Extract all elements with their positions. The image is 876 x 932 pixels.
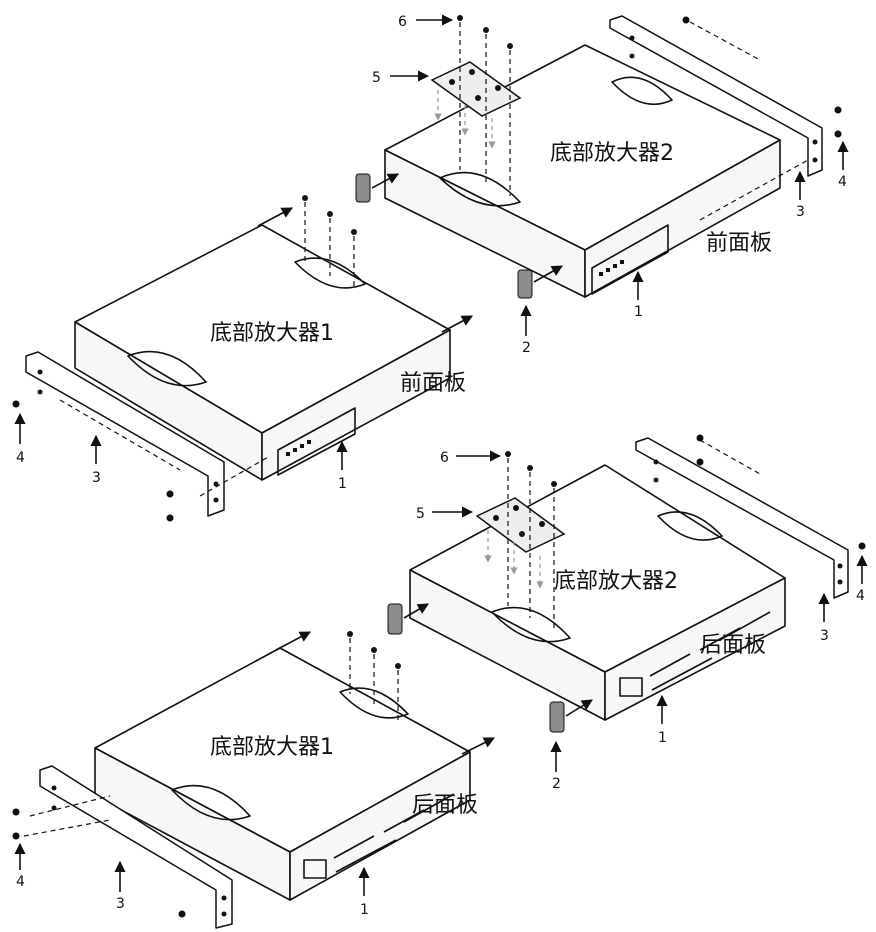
amp1-foot-rear — [294, 257, 366, 289]
rubber-pad — [549, 701, 565, 733]
plate-screws — [434, 15, 513, 196]
callout-1: 1 — [658, 730, 667, 746]
ear-screw — [834, 106, 842, 114]
amp1r-foot-rear — [339, 687, 409, 719]
rubber-pad — [355, 173, 371, 203]
label-amp2-front: 底部放大器2 — [550, 141, 674, 166]
foot-screws — [302, 195, 357, 290]
callout-2: 2 — [522, 340, 531, 356]
rubber-pad — [387, 603, 403, 635]
callout-3: 3 — [796, 204, 805, 220]
callout-5: 5 — [416, 506, 425, 522]
label-amp2-rear: 底部放大器2 — [554, 569, 678, 594]
amp2-front-display — [591, 224, 669, 295]
label-amp1-rear: 底部放大器1 — [210, 735, 334, 760]
ear-screw — [12, 400, 20, 408]
rack-ear — [39, 765, 233, 929]
ear-screw — [696, 434, 704, 442]
mounting-plate — [430, 61, 522, 117]
ear-screw — [12, 808, 20, 816]
plate-screws — [484, 451, 557, 632]
amp2-front-face — [584, 139, 781, 298]
callout-6: 6 — [398, 14, 407, 30]
text-labels: 底部放大器2 前面板 底部放大器1 前面板 底部放大器2 后面板 底部放大器1 … — [16, 14, 865, 918]
amp2-foot-front — [439, 171, 521, 207]
amp1-rear-view — [12, 631, 496, 929]
ear-screw — [858, 542, 866, 550]
ear-screw — [166, 490, 174, 498]
amp1-front-display — [277, 407, 356, 476]
amp1-foot-front — [127, 350, 207, 387]
foot-screws — [347, 631, 401, 722]
rack-ear — [635, 437, 849, 599]
callout-4: 4 — [838, 174, 847, 190]
callout-2: 2 — [552, 776, 561, 792]
ear-screw — [696, 458, 704, 466]
label-amp1-front: 底部放大器1 — [210, 321, 334, 346]
ear-screw — [682, 16, 690, 24]
callout-1: 1 — [634, 304, 643, 320]
rack-ear — [25, 351, 225, 517]
ear-screw — [166, 514, 174, 522]
callout-1: 1 — [338, 476, 347, 492]
callout-6: 6 — [440, 450, 449, 466]
power-inlet — [619, 677, 643, 697]
amp2r-foot-front — [491, 606, 571, 643]
callout-4: 4 — [16, 450, 25, 466]
callout-5: 5 — [372, 70, 381, 86]
ear-screw — [834, 130, 842, 138]
amp2r-rear-face — [604, 577, 786, 721]
callout-4: 4 — [16, 874, 25, 890]
rack-ear — [609, 15, 823, 177]
callout-3: 3 — [92, 470, 101, 486]
label-front-panel-2: 前面板 — [706, 231, 772, 256]
callout-4: 4 — [856, 588, 865, 604]
amp2-rear-view — [387, 434, 868, 772]
mounting-plate — [475, 497, 566, 553]
ear-screw — [12, 832, 20, 840]
amp1r-rear-face — [289, 751, 471, 901]
amp2-foot-rear — [611, 76, 673, 106]
amp1-front-view — [12, 195, 473, 522]
callout-3: 3 — [820, 628, 829, 644]
callout-3: 3 — [116, 896, 125, 912]
ear-screw — [178, 910, 186, 918]
power-inlet — [303, 859, 327, 879]
label-rear-panel-1: 后面板 — [412, 793, 478, 818]
amp2-front-view — [355, 14, 849, 336]
amp2r-foot-rear — [657, 511, 723, 541]
label-front-panel-1: 前面板 — [400, 371, 466, 396]
label-rear-panel-2: 后面板 — [700, 633, 766, 658]
callout-1: 1 — [360, 902, 369, 918]
amp1r-foot-front — [171, 784, 251, 821]
rubber-pad — [517, 269, 533, 299]
